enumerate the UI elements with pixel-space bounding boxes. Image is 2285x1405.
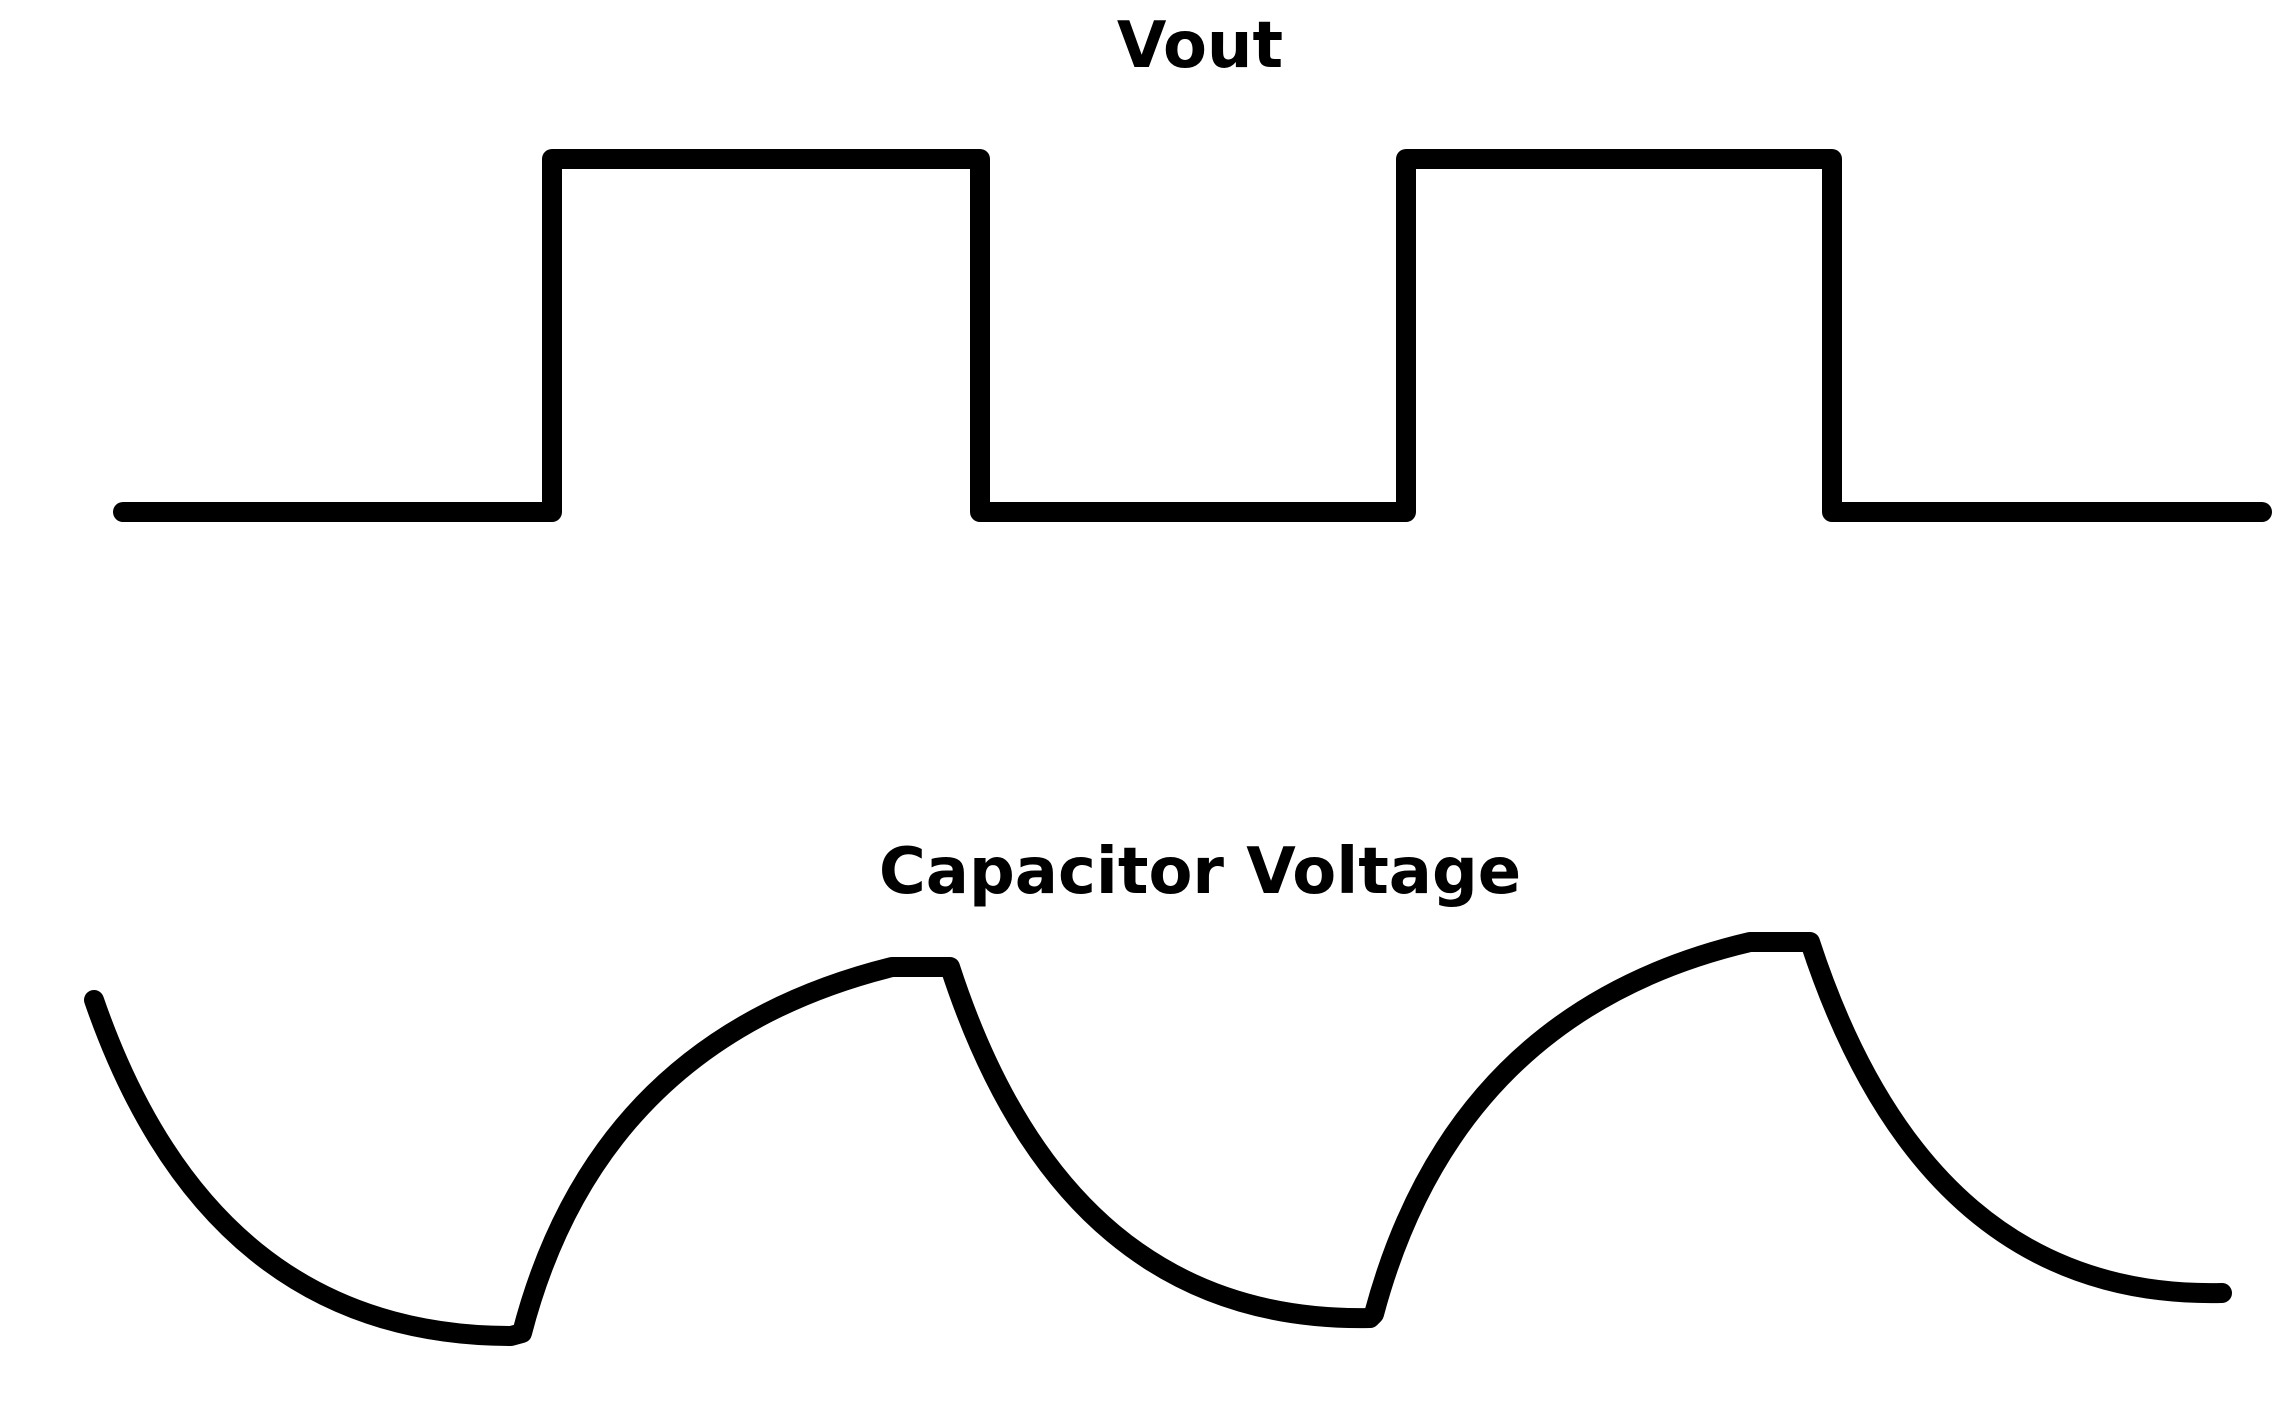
vout-square-wave: [113, 149, 2272, 522]
vout-title: Vout: [1116, 9, 1284, 83]
capacitor-voltage-title: Capacitor Voltage: [878, 835, 1522, 909]
capacitor-voltage-curve: [84, 932, 2232, 1346]
